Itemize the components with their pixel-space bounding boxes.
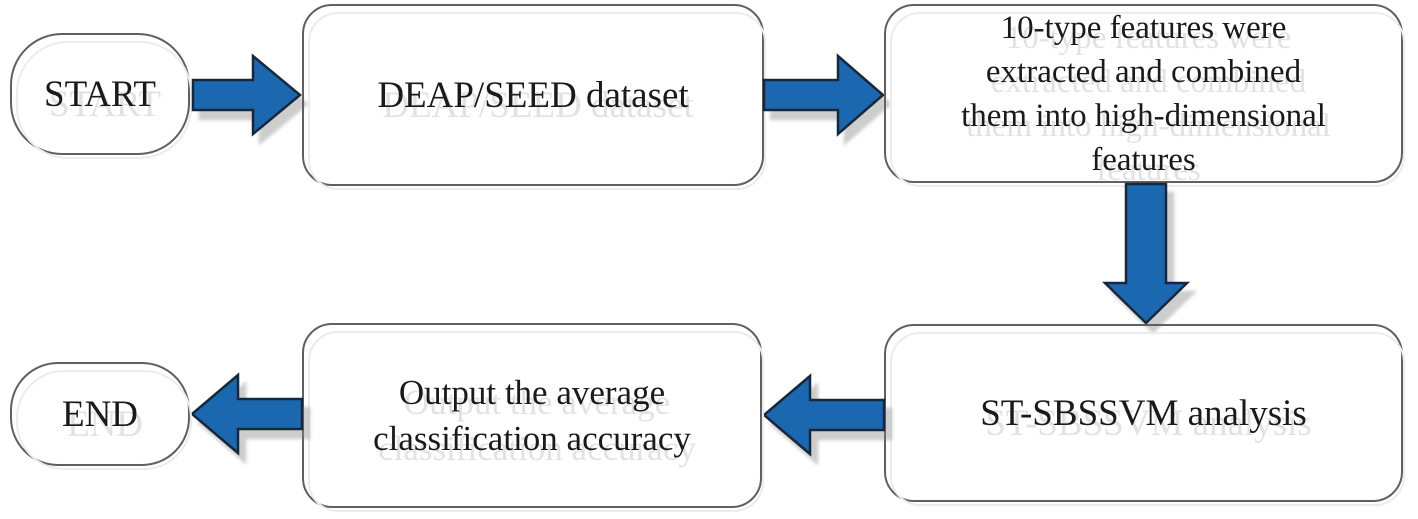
node-feature-extraction: 10-type features were extracted and comb… <box>884 4 1405 187</box>
arrow-output-to-end <box>190 372 304 456</box>
node-start: START <box>10 33 192 159</box>
arrow-analysis-to-output <box>762 373 886 457</box>
node-label-text: 10-type features were <box>1000 9 1287 46</box>
node-deap-seed-dataset: DEAP/SEED dataset <box>302 4 766 190</box>
node-label: START <box>44 73 156 116</box>
block-arrow-left-icon <box>762 373 886 457</box>
node-label: ST-SBSSVM analysis <box>980 392 1307 435</box>
node-label: Output the average classification accura… <box>373 370 691 462</box>
node-label: DEAP/SEED dataset <box>377 74 688 117</box>
arrow-dataset-to-features <box>762 53 885 137</box>
block-arrow-down-icon <box>1101 182 1191 325</box>
arrow-start-to-dataset <box>191 53 302 137</box>
node-label-text: Output the average <box>398 372 666 412</box>
node-label: 10-type features were extracted and comb… <box>961 6 1326 182</box>
block-arrow-right-icon <box>762 53 885 137</box>
node-output-accuracy: Output the average classification accura… <box>302 323 764 512</box>
node-label-text: ST-SBSSVM analysis <box>980 392 1307 434</box>
node-label-text: them into high-dimensional <box>961 97 1326 134</box>
arrow-features-to-analysis <box>1101 182 1191 325</box>
node-label-text: START <box>44 73 156 115</box>
node-label: END <box>62 393 138 436</box>
node-label-text: features <box>1091 141 1196 178</box>
block-arrow-right-icon <box>191 53 302 137</box>
block-arrow-left-icon <box>190 372 304 456</box>
node-st-sbssvm-analysis: ST-SBSSVM analysis <box>884 324 1405 506</box>
node-end: END <box>10 362 192 470</box>
node-label-text: END <box>61 393 139 435</box>
node-label-text: DEAP/SEED dataset <box>377 74 689 116</box>
node-label-text: classification accuracy <box>373 418 691 458</box>
node-label-text: extracted and combined <box>985 53 1302 90</box>
